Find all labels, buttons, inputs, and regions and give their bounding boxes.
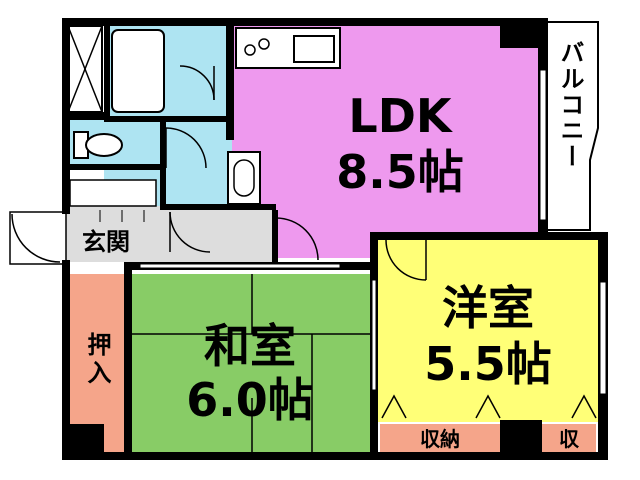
storage-main [380,424,500,452]
balcony-label: バルコニー [556,40,584,170]
washitsu-size: 6.0帖 [186,373,314,427]
ldk-size: 8.5帖 [336,145,464,199]
storage-main-label: 収納 [420,427,460,451]
entrance-porch [9,211,67,265]
bathtub-icon [111,29,165,113]
washitsu-room [132,274,374,452]
door-swing-icon [11,65,427,281]
youshitsu-room [378,238,604,422]
kitchen-counter [235,27,341,69]
window-icon [139,69,607,395]
ldk-name: LDK [348,89,453,143]
oshiire-label: 押入 [83,332,111,388]
storage-small [542,424,596,452]
youshitsu-size: 5.5帖 [424,337,552,391]
washitsu-name: 和室 [204,319,296,373]
toilet-icon [73,131,123,159]
closet-door-marks [381,394,597,419]
storage-small-label: 収 [559,427,580,451]
youshitsu-name: 洋室 [442,281,534,335]
sink-icon [293,35,335,63]
genkan-label: 玄関 [82,228,130,256]
utility-closet [67,25,103,113]
washbasin-icon [227,151,261,205]
oshiire-closet [68,274,128,452]
tatami-lines [132,274,374,452]
stove-icon [244,38,270,56]
genkan-area [66,206,276,262]
